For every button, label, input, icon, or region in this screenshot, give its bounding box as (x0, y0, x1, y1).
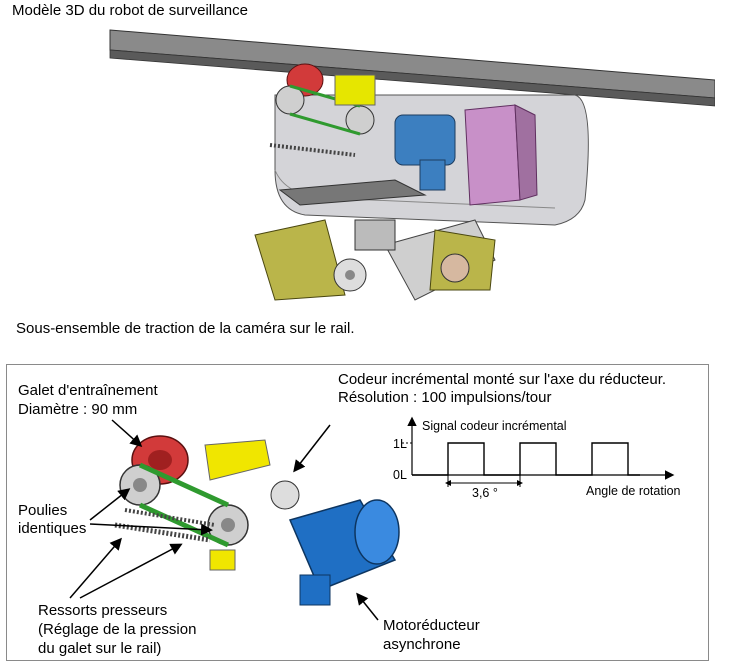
label-galet-line1: Galet d'entraînement (18, 382, 158, 399)
label-ressorts-line1: Ressorts presseurs (38, 602, 168, 619)
label-poulies-line1: Poulies (18, 502, 68, 519)
robot-3d-model-illustration (109, 29, 715, 301)
arrow-motor (356, 592, 379, 621)
page-title: Modèle 3D du robot de surveillance (12, 2, 248, 19)
label-poulies-line2: identiques (18, 520, 87, 537)
y-label-high: 1L (393, 437, 407, 451)
arrow-poulie-1 (89, 488, 131, 521)
label-motor-line1: Motoréducteur (383, 617, 480, 634)
square-wave-signal (412, 442, 640, 476)
encoder-signal-chart (402, 416, 675, 487)
label-ressorts-line3: du galet sur le rail) (38, 640, 162, 657)
detail-panel (6, 364, 709, 661)
label-galet-line2: Diamètre : 90 mm (18, 401, 138, 418)
arrow-codeur (293, 424, 331, 473)
traction-subassembly-illustration (114, 435, 400, 606)
label-ressorts-line2: (Réglage de la pression (38, 621, 197, 638)
y-label-low: 0L (393, 468, 407, 482)
arrow-poulie-2 (89, 523, 213, 536)
arrow-ressort-1 (69, 537, 122, 599)
chart-title: Signal codeur incrémental (422, 419, 567, 433)
label-codeur-line1: Codeur incrémental monté sur l'axe du ré… (338, 371, 667, 388)
label-codeur-line2: Résolution : 100 impulsions/tour (338, 389, 552, 406)
arrow-galet (111, 419, 143, 447)
period-label: 3,6 ° (472, 486, 498, 500)
section-subtitle: Sous-ensemble de traction de la caméra s… (16, 320, 355, 337)
label-motor-line2: asynchrone (383, 636, 461, 653)
x-axis-label: Angle de rotation (586, 484, 681, 498)
arrow-ressort-2 (79, 543, 183, 599)
